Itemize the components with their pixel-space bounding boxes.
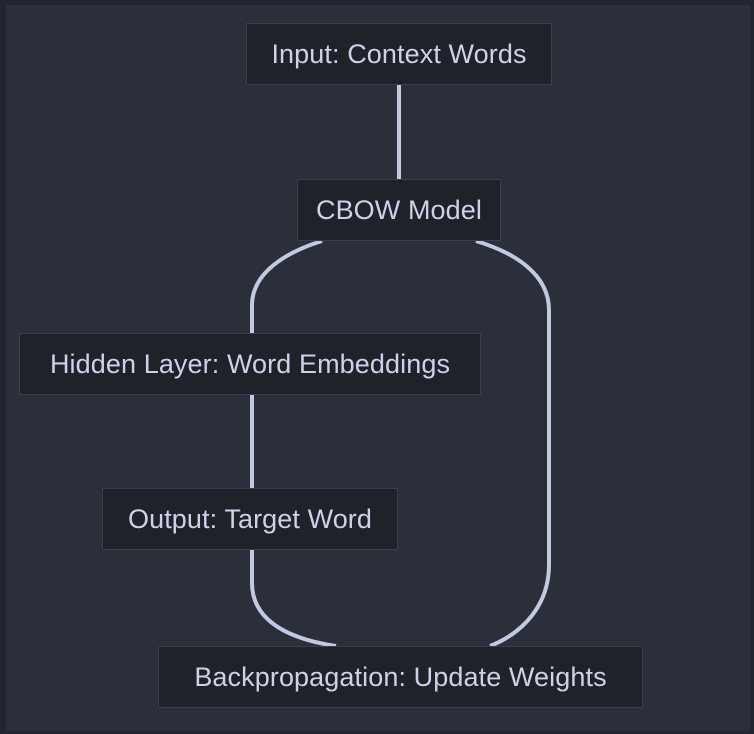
node-output-target-word[interactable]: Output: Target Word [102, 488, 398, 550]
node-backprop-label: Backpropagation: Update Weights [194, 661, 607, 692]
node-input-label: Input: Context Words [271, 38, 527, 69]
node-cbow-label: CBOW Model [315, 194, 483, 225]
node-input-context-words[interactable]: Input: Context Words [246, 23, 552, 85]
edge-cbow-to-backprop [475, 239, 551, 648]
edge-layer [250, 85, 551, 648]
node-hidden-label: Hidden Layer: Word Embeddings [49, 348, 451, 379]
node-backpropagation-update-weights[interactable]: Backpropagation: Update Weights [158, 646, 643, 708]
node-hidden-layer-word-embeddings[interactable]: Hidden Layer: Word Embeddings [19, 333, 481, 395]
diagram-canvas: Input: Context Words CBOW Model Hidden L… [6, 5, 750, 731]
edge-cbow-to-hidden [250, 239, 323, 333]
node-output-label: Output: Target Word [127, 503, 373, 534]
node-cbow-model[interactable]: CBOW Model [297, 179, 501, 241]
edge-output-to-backprop [250, 550, 337, 648]
